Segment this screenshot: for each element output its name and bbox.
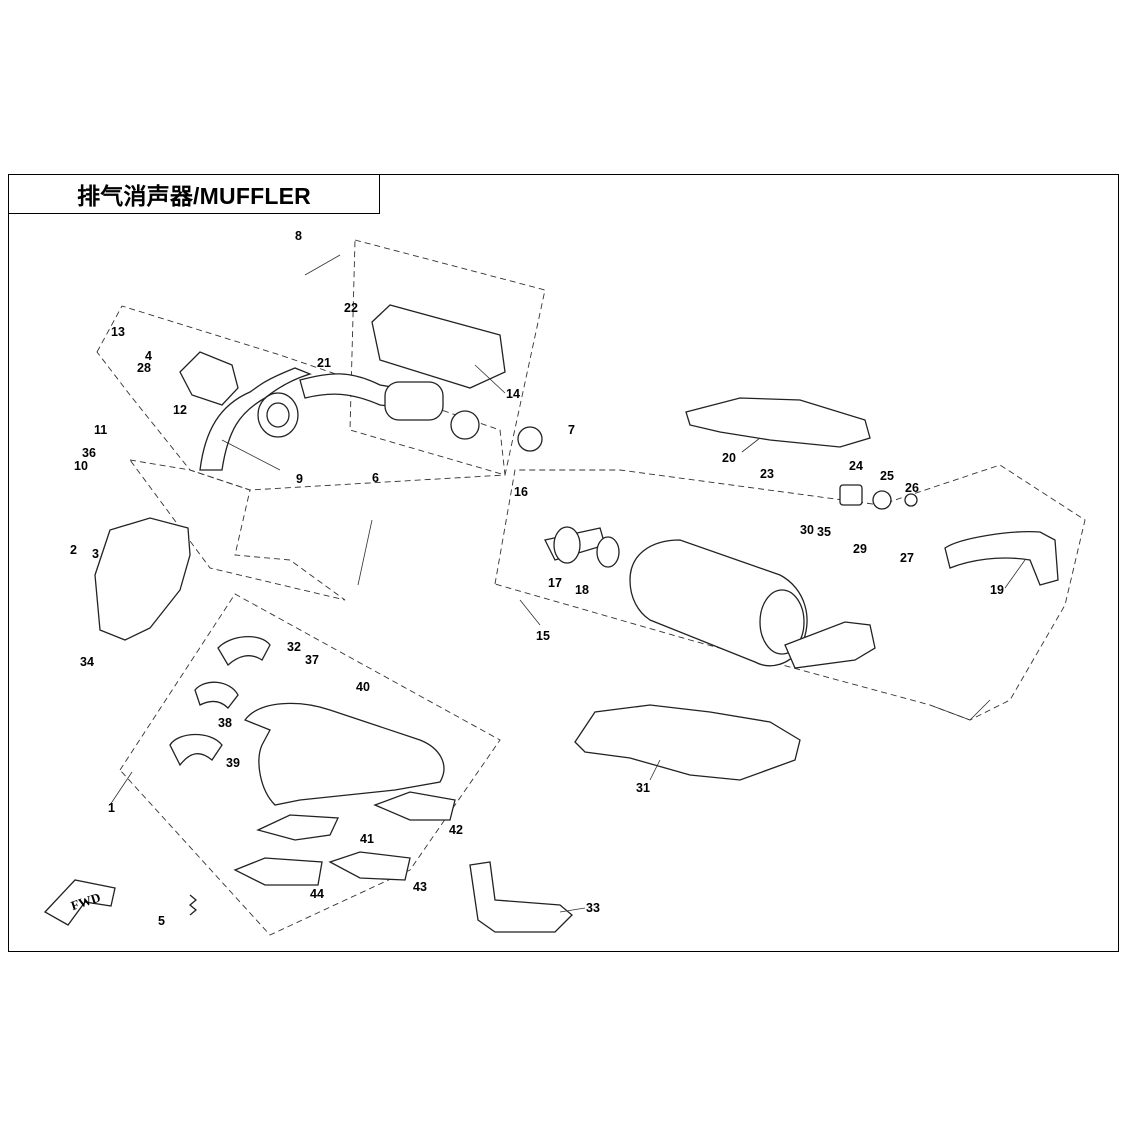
callout-18: 18 — [575, 583, 589, 597]
callout-31: 31 — [636, 781, 650, 795]
callout-8: 8 — [295, 229, 302, 243]
callout-42: 42 — [449, 823, 463, 837]
title-box: 排气消声器/MUFFLER — [8, 174, 380, 214]
callout-2: 2 — [70, 543, 77, 557]
callout-14: 14 — [506, 387, 520, 401]
callout-38: 38 — [218, 716, 232, 730]
callout-43: 43 — [413, 880, 427, 894]
callout-23: 23 — [760, 467, 774, 481]
callout-7: 7 — [568, 423, 575, 437]
callout-32: 32 — [287, 640, 301, 654]
cover-44 — [233, 857, 323, 886]
flange-17 — [553, 526, 581, 564]
header-pipe — [199, 367, 312, 471]
callout-40: 40 — [356, 680, 370, 694]
cover-41 — [256, 814, 339, 841]
heat-shield-20 — [685, 397, 871, 448]
callout-19: 19 — [990, 583, 1004, 597]
callout-22: 22 — [344, 301, 358, 315]
callout-44: 44 — [310, 887, 324, 901]
callout-27: 27 — [900, 551, 914, 565]
elbow-38 — [194, 681, 239, 709]
callout-11: 11 — [94, 423, 107, 437]
callout-16: 16 — [514, 485, 528, 499]
leader-8-upper — [304, 254, 341, 276]
callout-15: 15 — [536, 629, 550, 643]
callout-41: 41 — [360, 832, 374, 846]
tail-pipe-19 — [944, 531, 1059, 586]
leader-9 — [221, 439, 281, 471]
group-outline-muffler — [494, 464, 1086, 721]
callout-35: 35 — [817, 525, 831, 539]
leader-31 — [649, 759, 661, 781]
bracket-33 — [469, 861, 573, 933]
callout-28: 28 — [137, 361, 151, 375]
skid-31 — [574, 704, 801, 781]
header-flange-bore — [266, 402, 290, 428]
callout-21: 21 — [317, 356, 331, 370]
leader-20 — [741, 437, 761, 453]
front-shield-34 — [94, 517, 191, 641]
nut-26 — [904, 493, 918, 507]
leader-8-lower — [357, 519, 373, 586]
callout-13: 13 — [111, 325, 125, 339]
callout-39: 39 — [226, 756, 240, 770]
cover-43 — [328, 851, 411, 881]
leader-33 — [559, 907, 586, 913]
callout-10: 10 — [74, 459, 88, 473]
bracket-24 — [839, 484, 863, 506]
page-title: 排气消声器/MUFFLER — [77, 183, 311, 209]
callout-5: 5 — [158, 914, 165, 928]
muffler-end-cap — [759, 589, 805, 655]
callout-6: 6 — [372, 471, 379, 485]
callout-30: 30 — [800, 523, 814, 537]
catalytic-converter — [384, 381, 444, 421]
callout-labels: 1 2 3 4 5 6 7 8 9 10 11 12 13 14 15 16 1… — [70, 229, 1004, 928]
heat-shield-12 — [179, 351, 239, 406]
leader-tail-connector — [929, 699, 991, 721]
front-pipe-1 — [243, 702, 445, 806]
callout-3: 3 — [92, 547, 99, 561]
leader-15 — [519, 599, 541, 626]
callout-34: 34 — [80, 655, 94, 669]
callout-4: 4 — [145, 349, 152, 363]
callout-24: 24 — [849, 459, 863, 473]
callout-26: 26 — [905, 481, 919, 495]
elbow-39 — [169, 733, 223, 767]
group-outline-clamps-left — [128, 459, 346, 601]
leader-14 — [474, 364, 506, 394]
callout-29: 29 — [853, 542, 867, 556]
callout-12: 12 — [173, 403, 187, 417]
callout-1: 1 — [108, 801, 115, 815]
leader-1 — [109, 771, 133, 806]
bushing-25 — [872, 490, 892, 510]
elbow-32 — [217, 635, 271, 667]
muffler-tailpipe — [784, 621, 876, 669]
callout-17: 17 — [548, 576, 562, 590]
group-outline-front-pipe — [119, 593, 501, 936]
cat-heat-shield — [371, 304, 506, 389]
cover-42 — [373, 791, 456, 821]
callout-25: 25 — [880, 469, 894, 483]
gasket-18 — [596, 536, 620, 568]
callout-36: 36 — [82, 446, 96, 460]
leader-19 — [1004, 559, 1026, 589]
cat-outlet-flange — [450, 410, 480, 440]
diagram-frame — [8, 174, 1119, 952]
spring-5 — [188, 894, 198, 916]
callout-33: 33 — [586, 901, 600, 915]
fwd-arrow: FWD — [43, 879, 116, 926]
group-outline-cat-shield — [349, 239, 546, 476]
callout-37: 37 — [305, 653, 319, 667]
callout-9: 9 — [296, 472, 303, 486]
callout-20: 20 — [722, 451, 736, 465]
gasket-7-upper — [517, 426, 543, 452]
